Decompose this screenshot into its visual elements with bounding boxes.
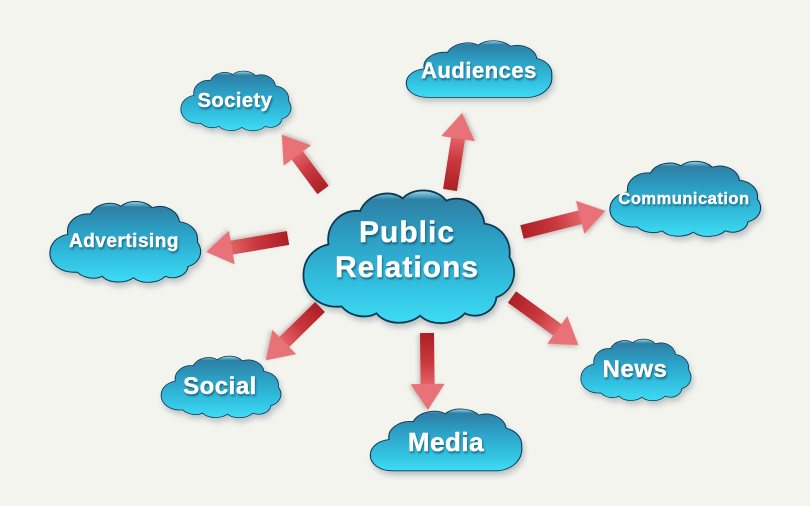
arrow-to-media	[410, 332, 445, 411]
center-label-line1: Public	[358, 215, 455, 249]
node-label: Society	[197, 89, 273, 112]
node-label: Communication	[618, 189, 750, 208]
node-label: Advertising	[68, 231, 180, 252]
arrow-head-icon	[203, 230, 235, 269]
node-social: Social	[158, 355, 282, 419]
arrow-to-communication	[518, 194, 610, 248]
arrow-shaft	[507, 291, 564, 337]
arrow-shaft	[443, 135, 466, 192]
arrow-head-icon	[575, 194, 610, 234]
node-news: News	[578, 338, 692, 402]
node-society: Society	[178, 70, 292, 132]
node-media: Media	[368, 406, 524, 478]
node-label: News	[602, 356, 668, 383]
arrow-shaft	[420, 332, 435, 387]
node-label: Media	[407, 426, 485, 457]
arrow-head-icon	[441, 110, 479, 142]
center-label-line2: Relations	[334, 251, 480, 284]
node-public-relations: Public Relations	[298, 188, 516, 326]
node-label: Social	[183, 373, 257, 400]
node-advertising: Advertising	[46, 200, 202, 284]
node-communication: Communication	[606, 160, 762, 238]
arrow-shaft	[520, 210, 584, 239]
center-label: Public Relations	[298, 188, 516, 326]
arrow-to-audiences	[433, 110, 479, 192]
arrow-to-advertising	[203, 221, 291, 269]
node-label: Audiences	[421, 58, 537, 83]
node-audiences: Audiences	[404, 38, 554, 104]
arrow-shaft	[228, 231, 290, 255]
